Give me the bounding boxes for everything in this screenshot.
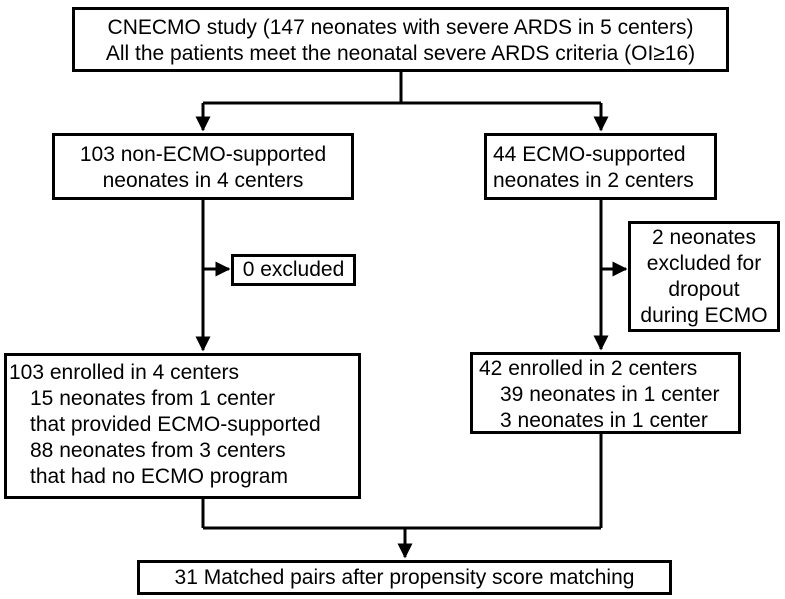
right-excluded-line-4: during ECMO — [640, 304, 768, 327]
left-enrolled-line-1: 103 enrolled in 4 centers — [9, 361, 239, 384]
right-enrolled-line-2: 39 neonates in 1 center — [500, 383, 720, 406]
right-enrolled-line-1: 42 enrolled in 2 centers — [479, 357, 698, 380]
right-enrolled-box: 42 enrolled in 2 centers 39 neonates in … — [470, 352, 741, 434]
left-group-box: 103 non-ECMO-supported neonates in 4 cen… — [52, 133, 354, 200]
left-enrolled-box: 103 enrolled in 4 centers 15 neonates fr… — [4, 353, 361, 499]
right-group-box: 44 ECMO-supported neonates in 2 centers — [484, 133, 717, 200]
right-enrolled-line-3: 3 neonates in 1 center — [500, 409, 708, 432]
right-group-line-1: 44 ECMO-supported — [493, 143, 686, 166]
left-enrolled-line-2: 15 neonates from 1 center — [30, 387, 276, 410]
bottom-box-line-1: 31 Matched pairs after propensity score … — [174, 566, 635, 589]
left-group-line-2: neonates in 4 centers — [102, 169, 304, 192]
left-enrolled-line-5: that had no ECMO program — [30, 465, 288, 488]
top-box-line-2: All the patients meet the neonatal sever… — [105, 42, 696, 65]
bottom-box-matched-pairs: 31 Matched pairs after propensity score … — [137, 560, 672, 595]
top-box-line-1: CNECMO study (147 neonates with severe A… — [107, 16, 694, 39]
left-group-line-1: 103 non-ECMO-supported — [79, 143, 327, 166]
right-excluded-line-1: 2 neonates — [652, 226, 756, 249]
right-excluded-line-3: dropout — [668, 278, 740, 301]
left-enrolled-line-4: 88 neonates from 3 centers — [30, 439, 286, 462]
left-excluded-box: 0 excluded — [231, 254, 356, 286]
left-excluded-line-1: 0 excluded — [242, 258, 345, 281]
right-group-line-2: neonates in 2 centers — [493, 169, 694, 192]
right-excluded-line-2: excluded for — [646, 252, 762, 275]
right-excluded-box: 2 neonates excluded for dropout during E… — [628, 221, 780, 332]
left-enrolled-line-3: that provided ECMO-supported — [30, 413, 321, 436]
top-box-cnecmo-study: CNECMO study (147 neonates with severe A… — [72, 7, 729, 72]
